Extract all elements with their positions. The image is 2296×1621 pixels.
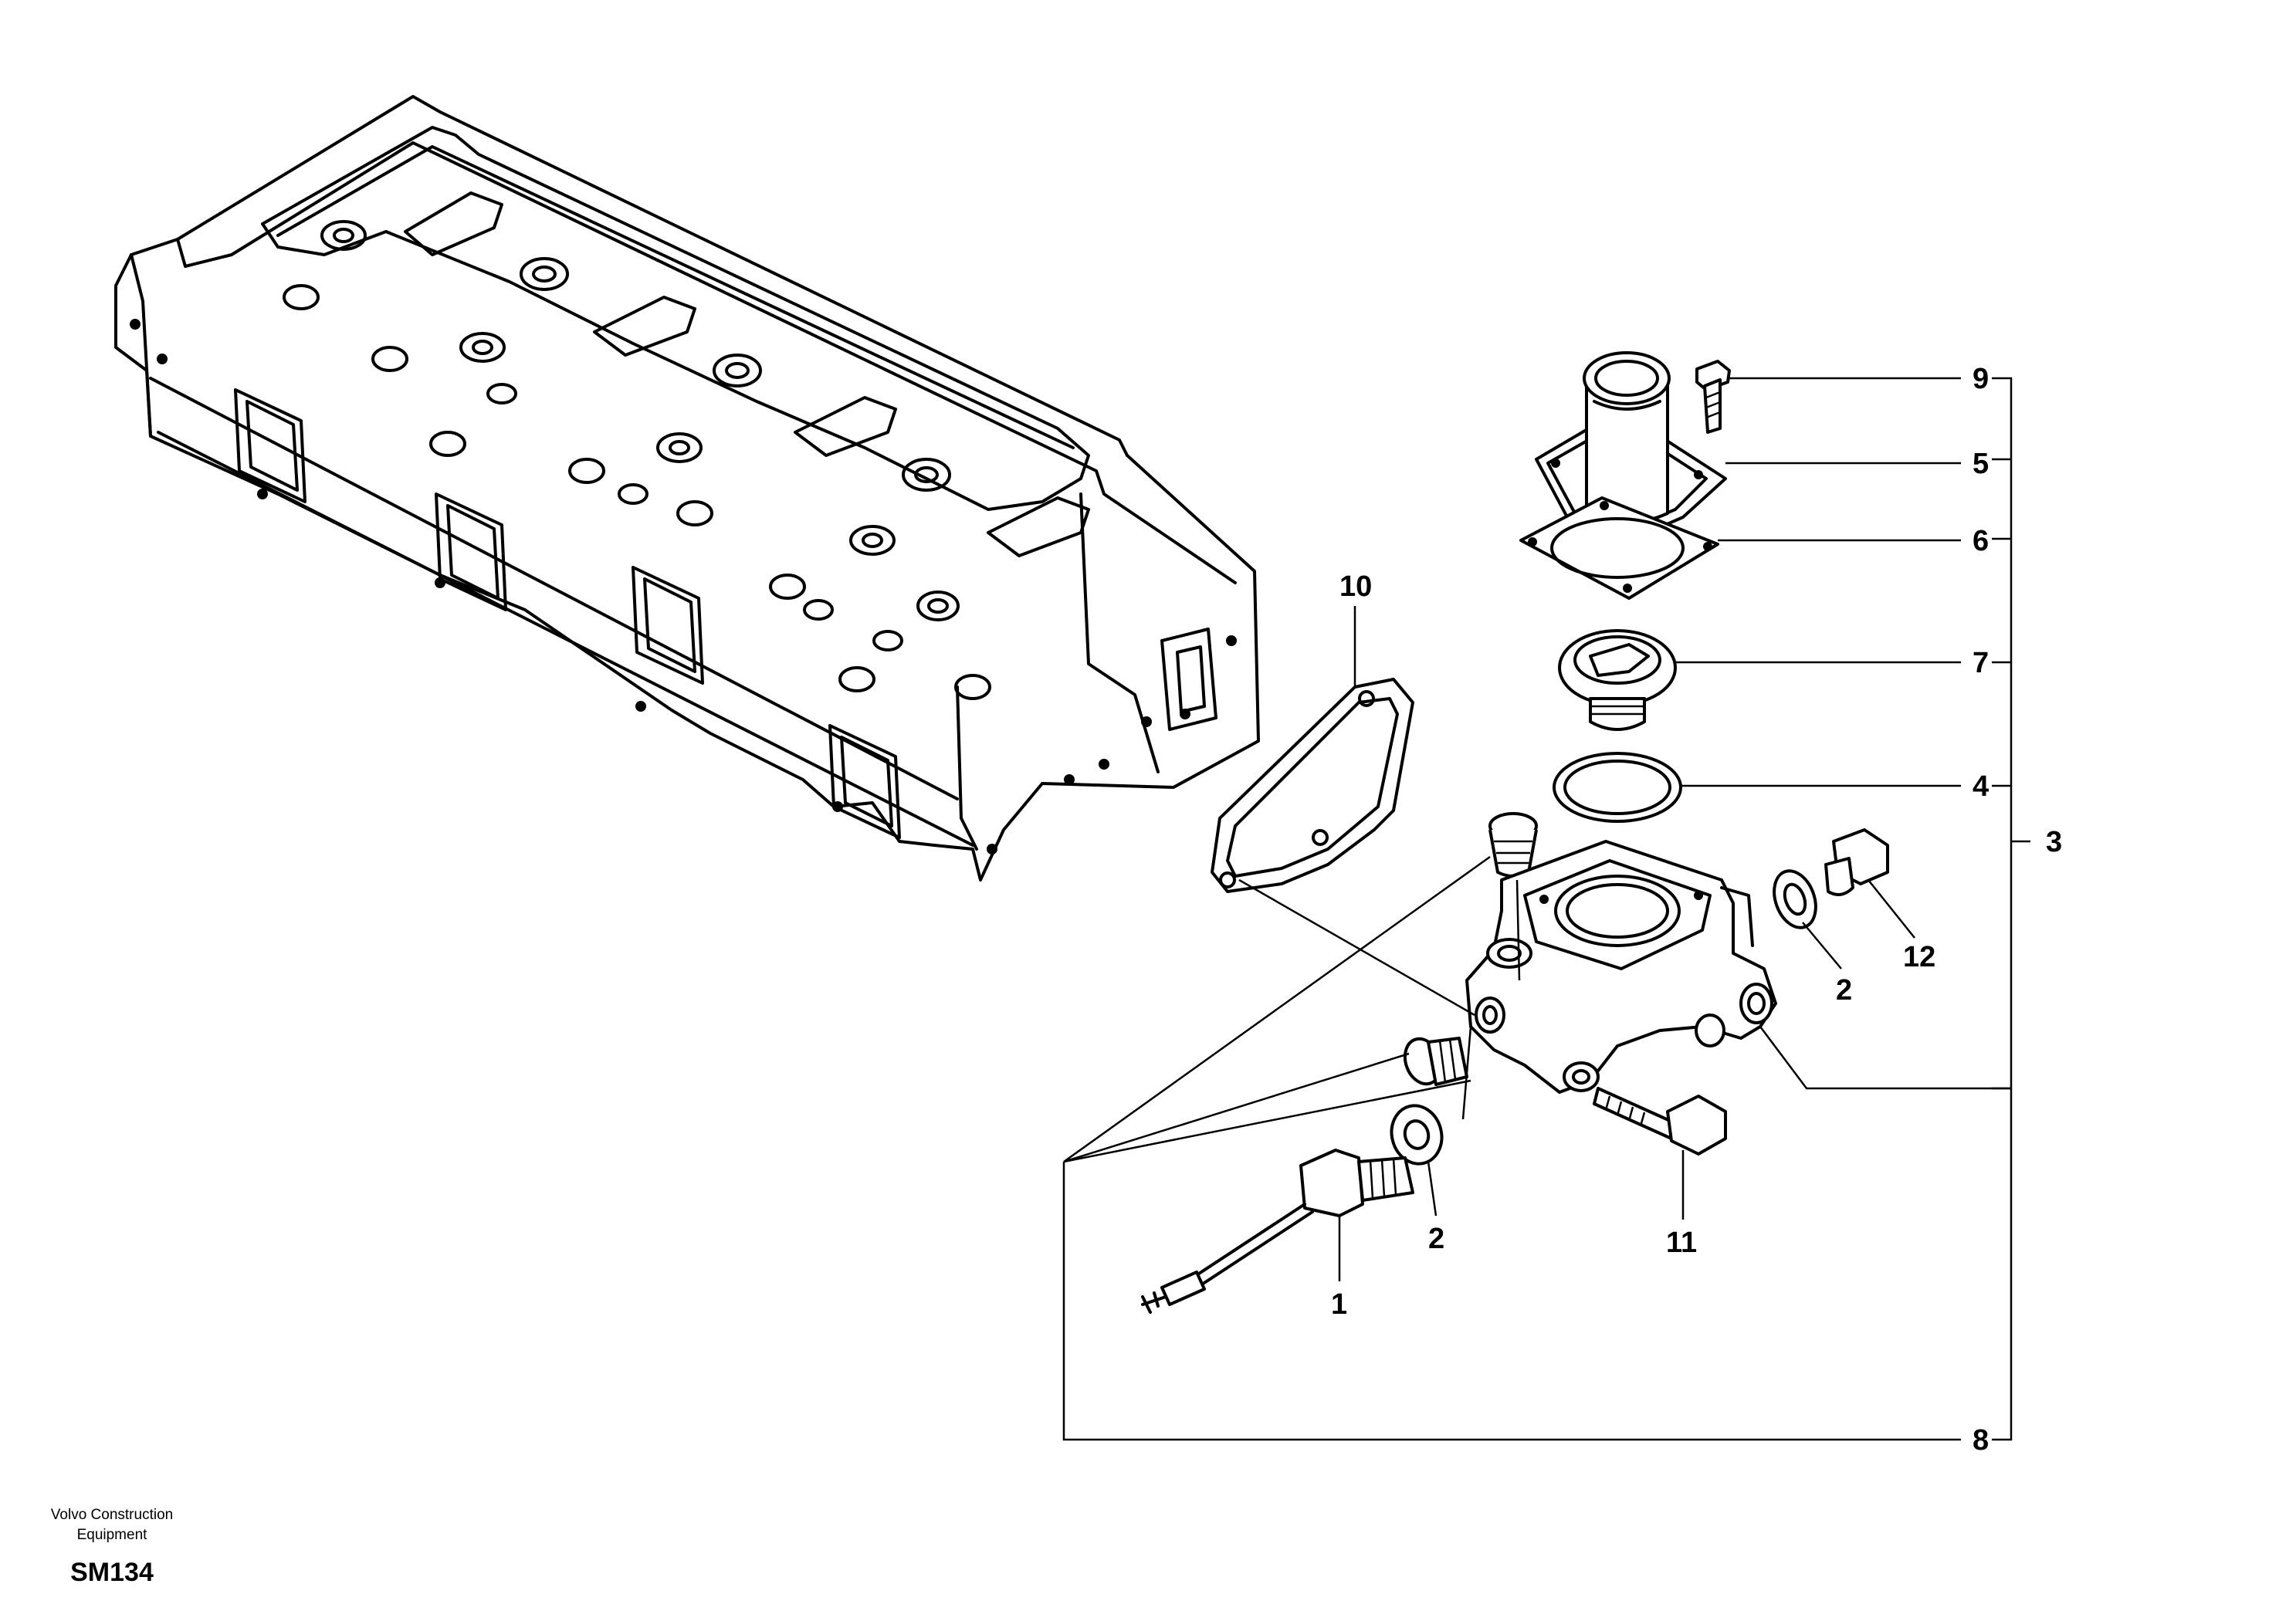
callout-9: 9 (1973, 363, 1989, 395)
temperature-sensor-1-drawing (1141, 1149, 1414, 1314)
brand-line-1: Volvo Construction (50, 1507, 174, 1523)
brand-line-2: Equipment (76, 1527, 147, 1543)
plug-drawing (1488, 812, 1538, 878)
callout-3: 3 (2046, 826, 2062, 858)
callout-1: 1 (1331, 1288, 1347, 1321)
callout-8: 8 (1973, 1424, 1989, 1457)
thermostat-7-drawing (1558, 629, 1677, 731)
cylinder-head-drawing (114, 95, 1260, 882)
gasket-10-drawing (1211, 678, 1414, 893)
callout-2-right: 2 (1836, 974, 1852, 1007)
plug-12-drawing (1824, 828, 1889, 896)
callout-2-lower: 2 (1428, 1223, 1444, 1255)
callout-11: 11 (1666, 1227, 1697, 1259)
callout-12: 12 (1903, 941, 1935, 973)
o-ring-4-drawing (1553, 752, 1682, 823)
callout-7: 7 (1973, 647, 1989, 679)
bolt-11-drawing (1593, 1087, 1727, 1156)
washer-2-lower-drawing (1390, 1104, 1444, 1166)
thermostat-housing-drawing (1465, 840, 1777, 1094)
callout-6: 6 (1973, 525, 1989, 557)
plug-lower-drawing (1403, 1037, 1468, 1086)
callout-10: 10 (1339, 570, 1372, 603)
brand-label: Volvo Construction Equipment (31, 1505, 193, 1545)
bolt-9-drawing (1695, 360, 1731, 434)
drawing-code: SM134 (70, 1558, 154, 1587)
gasket-6-drawing (1519, 496, 1719, 600)
leader-lines (1062, 377, 2030, 1441)
washer-2-right-drawing (1773, 869, 1817, 929)
callout-4: 4 (1973, 770, 1989, 803)
callout-5: 5 (1973, 448, 1989, 480)
